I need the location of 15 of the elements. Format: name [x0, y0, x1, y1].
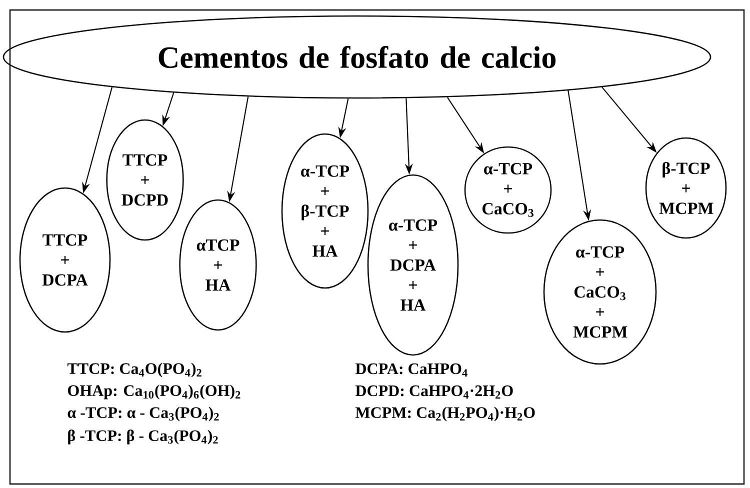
ellipse-node: α-TCP + CaCO$_{3}$: [464, 146, 552, 234]
formula-note: OHAp: Ca$_{10}$(PO$_{4}$)$_{6}$(OH)$_{2}$: [68, 384, 240, 400]
ellipse-node: Cementos de fosfato de calcio: [2, 15, 712, 99]
formula-note: DCPD: CaHPO$_{4}$·2H$_{2}$O: [355, 385, 513, 399]
formula-note: α -TCP: α - Ca$_{3}$(PO$_{4}$)$_{2}$: [68, 406, 219, 422]
ellipse-node: α-TCP + CaCO$_{3}$ + MCPM: [543, 219, 657, 365]
ellipse-node: TTCP + DCPA: [19, 187, 111, 333]
ellipse-node: TTCP + DCPD: [106, 119, 184, 241]
ellipse-node: α-TCP + DCPA + HA: [367, 174, 459, 356]
ellipse-node: α-TCP + β-TCP + HA: [281, 133, 369, 289]
ellipse-node: β-TCP + MCPM: [645, 137, 727, 239]
formula-note: β -TCP: β - Ca$_{3}$(PO$_{4}$)$_{2}$: [68, 430, 218, 444]
ellipse-node: αTCP + HA: [179, 199, 257, 331]
formula-note: TTCP: Ca$_{4}$O(PO$_{4}$)$_{2}$: [67, 362, 202, 378]
formula-note: MCPM: Ca$_{2}$(H$_{2}$PO$_{4}$)·H$_{2}$O: [355, 406, 535, 422]
